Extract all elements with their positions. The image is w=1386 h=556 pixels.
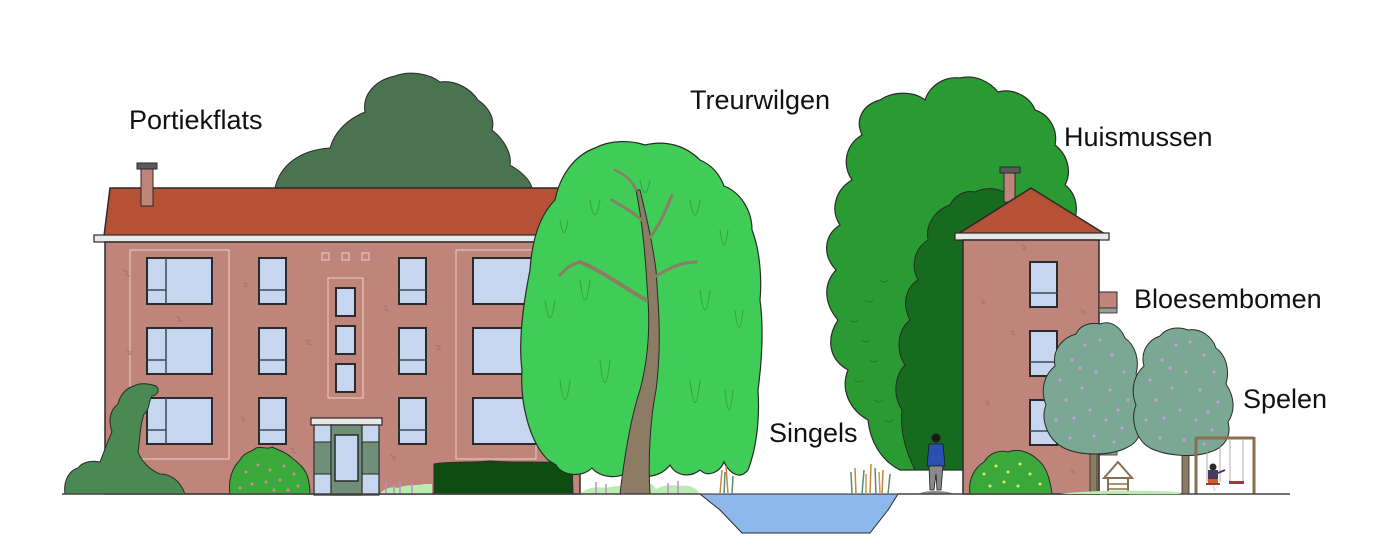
ground-line	[62, 490, 1290, 495]
hedge	[433, 460, 574, 495]
label-singels: Singels	[769, 418, 858, 448]
window-wide	[146, 257, 213, 305]
ivy	[64, 383, 186, 495]
person-walking	[918, 433, 955, 494]
window-narrow	[258, 327, 287, 375]
weeping-willow	[520, 141, 763, 495]
blossom-tree-right	[1132, 327, 1234, 495]
portiekflat-building	[93, 162, 581, 496]
label-huismussen: Huismussen	[1064, 122, 1213, 152]
window-narrow	[1029, 261, 1058, 308]
window-narrow	[258, 397, 287, 445]
nest-box	[1098, 291, 1118, 314]
flowering-shrub-right	[969, 449, 1053, 495]
window-narrow	[398, 327, 427, 375]
window-narrow	[398, 397, 427, 445]
canal-water	[698, 493, 899, 534]
reeds	[719, 463, 891, 495]
label-bloesembomen: Bloesembomen	[1134, 284, 1322, 314]
window-wide	[146, 327, 213, 375]
window-narrow	[398, 257, 427, 305]
label-spelen: Spelen	[1243, 384, 1328, 414]
window-narrow	[258, 257, 287, 305]
window-wide	[146, 397, 213, 445]
swing-set	[1194, 436, 1256, 494]
entrance-door	[310, 417, 383, 496]
blossom-dots	[1054, 338, 1220, 446]
background-tree-left	[274, 72, 533, 189]
flowering-shrub	[229, 446, 311, 495]
label-treurwilgen: Treurwilgen	[690, 85, 831, 115]
child-on-swing	[1206, 463, 1226, 492]
label-portiekflats: Portiekflats	[129, 105, 263, 135]
play-house	[1101, 460, 1135, 495]
